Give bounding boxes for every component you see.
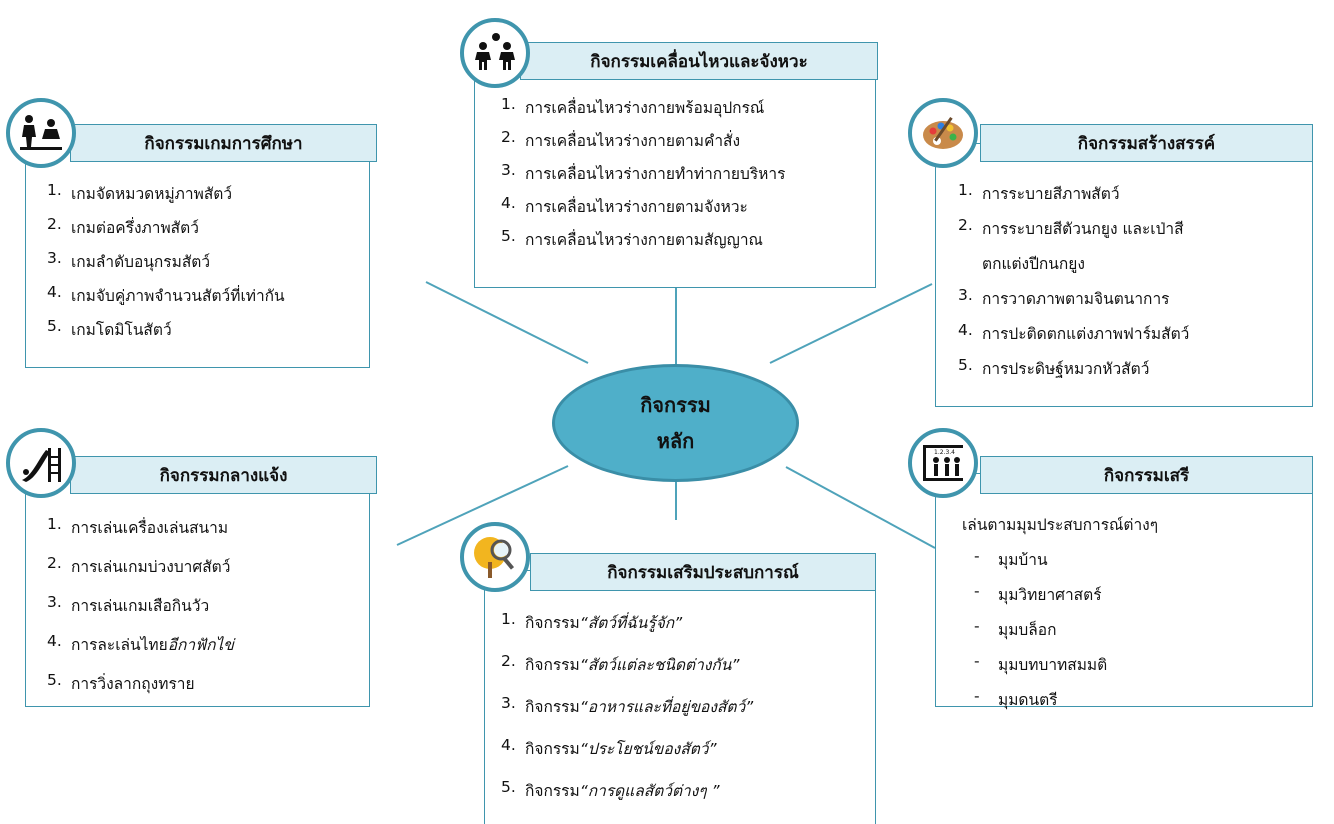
movement-rhythm-list: 1.การเคลื่อนไหวร่างกายพร้อมอุปกรณ์ 2.การ… [501, 95, 785, 260]
experience-title: กิจกรรมเสริมประสบการณ์ [607, 562, 799, 583]
list-item: 4.การปะติดตกแต่งภาพฟาร์มสัตว์ [958, 321, 1190, 343]
experience-header: กิจกรรมเสริมประสบการณ์ [530, 553, 876, 591]
list-item: 1.การระบายสีภาพสัตว์ [958, 181, 1120, 203]
main-activity-node: กิจกรรม หลัก [552, 364, 799, 482]
free-play-intro: เล่นตามมุมประสบการณ์ต่างๆ [962, 516, 1159, 534]
free-play-list: -มุมบ้าน -มุมวิทยาศาสตร์ -มุมบล็อก -มุมบ… [974, 547, 1107, 722]
creative-list: 1.การระบายสีภาพสัตว์ 2.การระบายสีตัวนกยู… [958, 181, 1189, 391]
list-item: -มุมบทบาทสมมติ [974, 652, 1108, 674]
connector-bottom-left [396, 465, 569, 546]
creative-box [935, 143, 1313, 407]
children-playing-icon [6, 98, 76, 168]
list-item: 3.เกมลำดับอนุกรมสัตว์ [47, 249, 211, 271]
education-games-box [25, 140, 370, 368]
slide-icon [6, 428, 76, 498]
kids-ball-icon [460, 18, 530, 88]
free-play-box [935, 473, 1313, 707]
experience-list: 1.กิจกรรม “สัตว์ที่ฉันรู้จัก” 2.กิจกรรม … [501, 610, 753, 820]
list-item: 5.การวิ่งลากถุงทราย [47, 671, 195, 693]
list-item: 2.กิจกรรม “สัตว์แต่ละชนิดต่างกัน” [501, 652, 740, 674]
paint-palette-icon [908, 98, 978, 168]
list-item: -มุมวิทยาศาสตร์ [974, 582, 1102, 604]
list-item: 5.การเคลื่อนไหวร่างกายตามสัญญาณ [501, 227, 763, 249]
experience-box [484, 570, 876, 824]
center-line-1: กิจกรรม [640, 393, 711, 417]
list-item: 4.การเคลื่อนไหวร่างกายตามจังหวะ [501, 194, 748, 216]
education-games-header: กิจกรรมเกมการศึกษา [70, 124, 377, 162]
magnifier-tree-icon [460, 522, 530, 592]
list-item: 1.การเคลื่อนไหวร่างกายพร้อมอุปกรณ์ [501, 95, 765, 117]
list-item: 3.การเคลื่อนไหวร่างกายทำท่ากายบริหาร [501, 161, 786, 183]
list-item: 3.การวาดภาพตามจินตนาการ [958, 286, 1170, 308]
education-games-list: 1.เกมจัดหมวดหมู่ภาพสัตว์ 2.เกมต่อครึ่งภา… [47, 181, 285, 351]
list-item: 4.การละเล่นไทย อีกาฟักไข่ [47, 632, 234, 654]
list-item: 2.การเล่นเกมบ่วงบาศสัตว์ [47, 554, 231, 576]
outdoor-header: กิจกรรมกลางแจ้ง [70, 456, 377, 494]
list-item: 1.เกมจัดหมวดหมู่ภาพสัตว์ [47, 181, 233, 203]
free-play-title: กิจกรรมเสรี [1103, 465, 1190, 486]
kids-blackboard-icon: 1.2.3.4 [908, 428, 978, 498]
list-item: -มุมดนตรี [974, 687, 1058, 709]
outdoor-title: กิจกรรมกลางแจ้ง [159, 465, 288, 486]
list-item: 2.การเคลื่อนไหวร่างกายตามคำสั่ง [501, 128, 741, 150]
connector-top-left [425, 281, 589, 364]
list-item: 1.การเล่นเครื่องเล่นสนาม [47, 515, 229, 537]
list-item: 5.เกมโดมิโนสัตว์ [47, 317, 172, 339]
creative-header: กิจกรรมสร้างสรรค์ [980, 124, 1313, 162]
movement-rhythm-header: กิจกรรมเคลื่อนไหวและจังหวะ [520, 42, 878, 80]
center-line-2: หลัก [656, 429, 695, 453]
movement-rhythm-title: กิจกรรมเคลื่อนไหวและจังหวะ [590, 51, 808, 72]
outdoor-box [25, 473, 370, 707]
outdoor-list: 1.การเล่นเครื่องเล่นสนาม 2.การเล่นเกมบ่ว… [47, 515, 234, 710]
list-item: 1.กิจกรรม “สัตว์ที่ฉันรู้จัก” [501, 610, 683, 632]
connector-top-right [769, 283, 933, 364]
free-play-header: กิจกรรมเสรี [980, 456, 1313, 494]
list-item: 4.เกมจับคู่ภาพจำนวนสัตว์ที่เท่ากัน [47, 283, 285, 305]
list-item: 2.เกมต่อครึ่งภาพสัตว์ [47, 215, 199, 237]
creative-title: กิจกรรมสร้างสรรค์ [1077, 133, 1216, 154]
list-item: ตกแต่งปีกนกยูง [982, 255, 1085, 273]
education-games-title: กิจกรรมเกมการศึกษา [144, 133, 303, 154]
list-item: 5.กิจกรรม “การดูแลสัตว์ต่างๆ ” [501, 778, 720, 800]
svg-text:1.2.3.4: 1.2.3.4 [934, 449, 955, 456]
connector-bottom-right [785, 466, 936, 549]
list-item: -มุมบล็อก [974, 617, 1057, 639]
list-item: 2.การระบายสีตัวนกยูง และเป่าสี [958, 216, 1184, 238]
list-item: 4.กิจกรรม “ประโยชน์ของสัตว์” [501, 736, 717, 758]
list-item: -มุมบ้าน [974, 547, 1048, 569]
list-item: 3.กิจกรรม “อาหารและที่อยู่ของสัตว์” [501, 694, 754, 716]
list-item: 3.การเล่นเกมเสือกินวัว [47, 593, 210, 615]
list-item: 5.การประดิษฐ์หมวกหัวสัตว์ [958, 356, 1150, 378]
